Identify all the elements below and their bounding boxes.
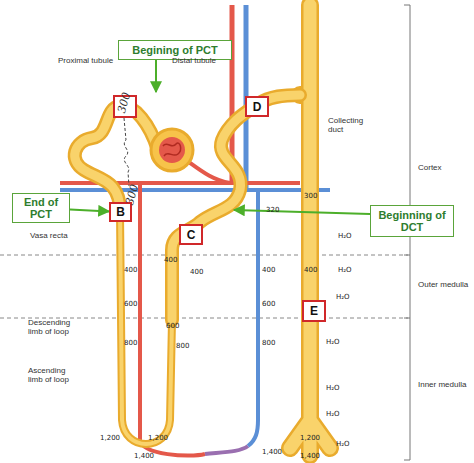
osmolarity-value: 1,200 [100, 434, 120, 442]
marker-letter: E [310, 304, 318, 318]
proximal-tubule [75, 106, 158, 212]
water-label: H₂O [338, 232, 352, 240]
water-label: H₂O [336, 440, 350, 448]
osmolarity-value: 800 [262, 339, 275, 347]
water-label: H₂O [326, 338, 340, 346]
part-name: Vasa recta [30, 231, 68, 240]
osmolarity-value: 400 [262, 266, 275, 274]
osmolarity-value: 320 [266, 206, 279, 214]
vasa-recta-ascending [248, 190, 258, 446]
loop-lumen [120, 212, 172, 444]
osmolarity-value: 400 [124, 266, 137, 274]
marker-letter: B [116, 205, 125, 219]
part-name: Proximal tubule [58, 56, 113, 65]
bowman-capsule [151, 129, 193, 171]
handwritten-number: 300 [126, 184, 139, 206]
callout-text: Beginning of DCT [373, 209, 451, 233]
marker-box: D [245, 96, 269, 117]
proximal-tubule-lumen [75, 106, 158, 212]
glomerular-capillaries [163, 143, 181, 156]
marker-letter: D [253, 100, 262, 114]
marker-letter: C [187, 228, 196, 242]
marker-box: B [109, 202, 132, 222]
vasa-recta-loop [205, 446, 248, 454]
part-name: Descending limb of loop [28, 318, 76, 336]
osmolarity-value: 600 [124, 300, 137, 308]
callout-text: Begining of PCT [132, 44, 218, 56]
zone-name: Cortex [418, 163, 442, 172]
callout-box: End of PCT [12, 193, 70, 223]
osmolarity-value: 400 [304, 266, 317, 274]
osmolarity-value: 800 [176, 342, 189, 350]
collecting-duct-lumen [290, 5, 330, 455]
part-name: Distal tubule [172, 56, 216, 65]
water-label: H₂O [338, 266, 352, 274]
distal-tubule [172, 95, 300, 320]
osmolarity-value: 1,200 [148, 434, 168, 442]
distal-tubule-lumen [172, 95, 300, 320]
osmolarity-value: 600 [262, 300, 275, 308]
zone-divider [0, 255, 408, 256]
part-name: Collecting duct [328, 116, 368, 134]
marker-box: E [302, 300, 326, 322]
collecting-duct [290, 5, 330, 455]
vein [60, 188, 330, 192]
callout-box: Beginning of DCT [370, 205, 454, 237]
callout-arrow [70, 209, 109, 211]
loop-of-henle [120, 212, 172, 444]
water-label: H₂O [336, 293, 350, 301]
part-name: Ascending limb of loop [28, 366, 76, 384]
osmolarity-value: 600 [166, 322, 179, 330]
zone-name: Inner medulla [418, 380, 466, 389]
osmolarity-value: 300 [304, 192, 317, 200]
osmolarity-value: 400 [190, 268, 203, 276]
osmolarity-value: 800 [124, 339, 137, 347]
osmolarity-value: 1,400 [134, 452, 154, 460]
osmolarity-value: 1,200 [300, 434, 320, 442]
marker-box: C [179, 224, 203, 245]
water-label: H₂O [326, 384, 340, 392]
handwritten-mark [124, 118, 129, 186]
osmolarity-value: 400 [164, 256, 177, 264]
glomerulus [159, 137, 185, 163]
osmolarity-value: 1,400 [262, 448, 282, 456]
leader-arrow [155, 60, 157, 92]
leader-arrow [234, 210, 370, 214]
callout-text: End of PCT [15, 196, 67, 220]
zone-name: Outer medulla [418, 280, 468, 289]
osmolarity-value: 1,400 [300, 452, 320, 460]
water-label: H₂O [326, 410, 340, 418]
